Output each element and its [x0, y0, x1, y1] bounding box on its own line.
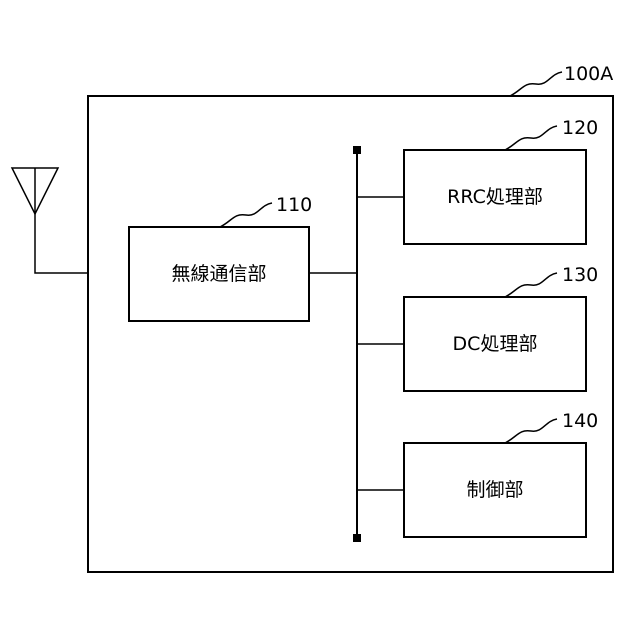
control-unit-ref-leader — [505, 419, 557, 443]
control-unit-ref-label: 140 — [562, 410, 598, 432]
radio-unit-ref-leader — [220, 203, 272, 227]
radio-unit-label: 無線通信部 — [171, 263, 266, 285]
dc-unit-ref-label: 130 — [562, 264, 598, 286]
rrc-unit-ref-leader — [505, 126, 557, 150]
bus-top-terminal — [353, 146, 361, 154]
device-ref-label: 100A — [564, 63, 613, 85]
device-ref-leader — [510, 72, 562, 96]
dc-unit-ref-leader — [505, 273, 557, 297]
dc-unit-label: DC処理部 — [453, 333, 538, 355]
bus-bottom-terminal — [353, 534, 361, 542]
rrc-unit-label: RRC処理部 — [447, 186, 543, 208]
antenna-icon — [12, 168, 88, 273]
rrc-unit-ref-label: 120 — [562, 117, 598, 139]
control-unit-label: 制御部 — [466, 479, 523, 501]
radio-unit-ref-label: 110 — [276, 194, 312, 216]
